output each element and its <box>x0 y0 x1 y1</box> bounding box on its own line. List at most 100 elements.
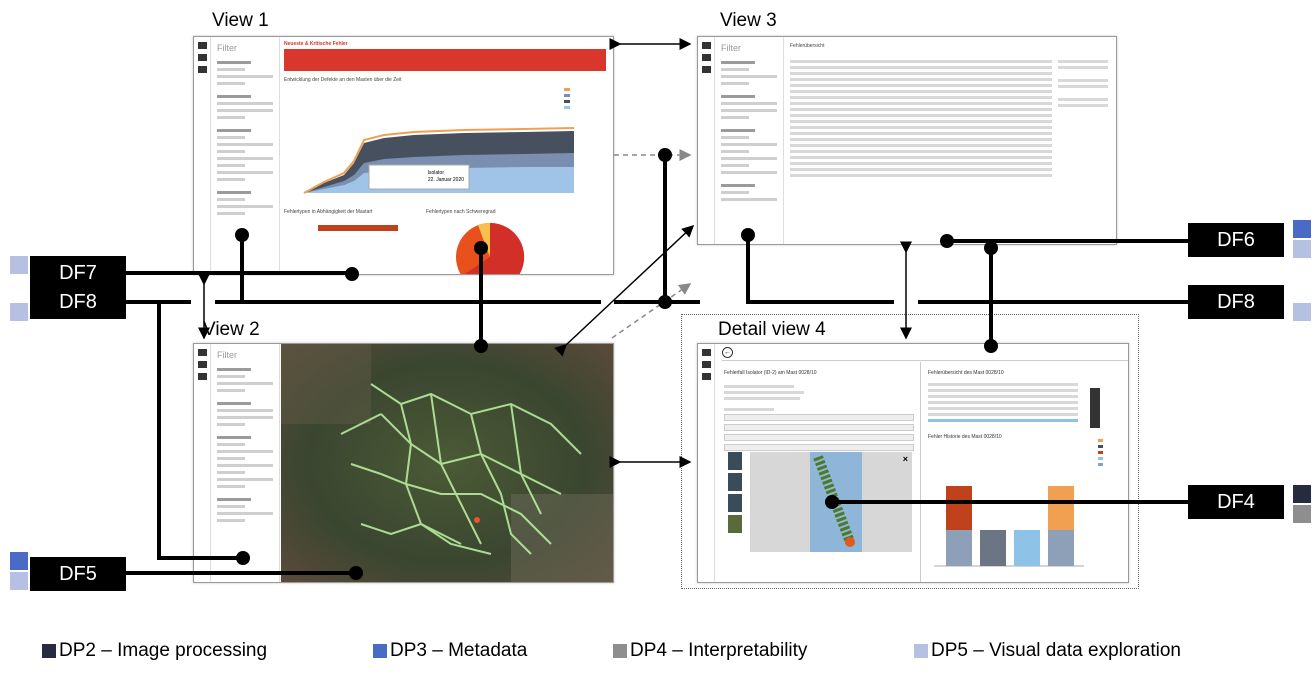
map-dot <box>474 339 488 353</box>
df5-label: DF5 <box>30 557 126 591</box>
view1-iconbar <box>194 37 211 274</box>
view4-history-chart <box>934 486 1084 567</box>
view1-area-chart: Isolator 22. Januar 2020 <box>303 127 575 194</box>
view2-title: View 2 <box>203 319 260 340</box>
df5-dp5-marker <box>10 572 28 590</box>
back-icon[interactable]: ← <box>722 347 733 358</box>
df7-dot <box>345 267 359 281</box>
dp5-square-icon <box>914 644 928 658</box>
df8-left-v1 <box>240 234 244 304</box>
df8-right-dot <box>741 228 755 242</box>
view1-panel-title: Neueste & Kritische Fehler <box>284 41 348 47</box>
dp4-square-icon <box>613 644 627 658</box>
view3-screenshot: Filter Fehlerübersicht <box>697 36 1117 245</box>
df5-dp3-marker <box>10 552 28 570</box>
view3-filter-panel: Filter <box>715 37 784 244</box>
view1-chart-title: Entwicklung der Defekte an den Masten üb… <box>284 77 402 83</box>
view1-title: View 1 <box>212 10 269 31</box>
view4-history-title: Fehler Historie des Mast 0028/10 <box>928 434 1002 440</box>
df8-left-dot2 <box>236 551 250 565</box>
view3-dot <box>984 241 998 255</box>
view4-thumb <box>1090 388 1100 428</box>
df6-line <box>945 239 1189 243</box>
svg-text:Isolator: Isolator <box>428 170 445 176</box>
view3-to-view4-line <box>989 247 993 345</box>
df8-left-dot1 <box>235 228 249 242</box>
df4-line <box>830 500 1190 504</box>
middle-h-line <box>614 300 700 304</box>
close-icon[interactable]: × <box>902 454 908 464</box>
view3-fault-table <box>790 57 1052 180</box>
view4-thumbnails[interactable] <box>728 452 742 534</box>
view3-title: View 3 <box>720 10 777 31</box>
view2-screenshot: Filter <box>193 343 614 583</box>
df8-left-line-b <box>215 300 601 304</box>
df8-right-line-b <box>918 300 1188 304</box>
pie-dot <box>474 241 488 255</box>
view4-iconbar <box>698 344 715 582</box>
view3-filter-label: Filter <box>721 43 741 53</box>
legend-dp2: DP2 – Image processing <box>42 640 267 662</box>
view2-satellite-map <box>281 344 613 582</box>
view4-title: Detail view 4 <box>718 319 826 340</box>
view3-table-title: Fehlerübersicht <box>790 43 825 49</box>
df8-left-dp5-marker <box>10 303 28 321</box>
view1-pie-chart <box>456 222 525 274</box>
view4-header-divider <box>722 360 1128 361</box>
view1-bar <box>318 225 398 231</box>
legend-dp3: DP3 – Metadata <box>373 640 527 662</box>
dp2-square-icon <box>42 644 56 658</box>
middle-dot-top <box>658 148 672 162</box>
view1-subtitle1: Fehlertypen in Abhängigkeit der Mastart <box>284 209 373 215</box>
view1-subtitle2: Fehlertypen nach Schweregrad <box>426 209 496 215</box>
df6-dp3-marker <box>1293 220 1311 238</box>
df4-label: DF4 <box>1188 485 1284 519</box>
view3-iconbar <box>698 37 715 244</box>
view1-filter-label: Filter <box>217 43 237 53</box>
df6-dp5-marker <box>1293 240 1311 258</box>
df8-right-line-a <box>746 300 894 304</box>
view4-divider <box>920 362 921 582</box>
df5-dot <box>349 566 363 580</box>
view1-screenshot: Filter Neueste & Kritische Fehler Entwic… <box>193 36 614 275</box>
df7-label: DF7 <box>30 256 126 290</box>
view3-reset-filters <box>1058 57 1108 110</box>
df4-dot <box>825 495 839 509</box>
legend-dp4: DP4 – Interpretability <box>613 640 807 662</box>
legend-dp4-label: DP4 – Interpretability <box>630 640 808 661</box>
legend-dp3-label: DP3 – Metadata <box>390 640 528 661</box>
df7-line <box>125 271 353 275</box>
df4-dp4-marker <box>1293 505 1311 523</box>
view4-left-title: Fehlerfall Isolator (ID-2) am Mast 0028/… <box>724 370 817 376</box>
df8-left-h2 <box>157 556 239 560</box>
view4-legend <box>1098 436 1124 469</box>
view2-filter-panel: Filter <box>211 344 280 582</box>
df6-label: DF6 <box>1188 223 1284 257</box>
view2-iconbar <box>194 344 211 582</box>
df8-left-label: DF8 <box>30 285 126 319</box>
view1-legend <box>564 85 608 112</box>
pie-to-map-line <box>479 247 483 347</box>
view4-screenshot: ← Fehlerfall Isolator (ID-2) am Mast 002… <box>697 343 1129 583</box>
df8-right-v <box>746 234 750 304</box>
view4-dot <box>984 339 998 353</box>
df8-right-dp5-marker <box>1293 303 1311 321</box>
dp3-square-icon <box>373 644 387 658</box>
df7-dp5-marker <box>10 256 28 274</box>
middle-vertical-line <box>663 153 667 303</box>
legend-dp2-label: DP2 – Image processing <box>59 640 268 661</box>
view1-filter-panel: Filter <box>211 37 280 274</box>
legend-dp5: DP5 – Visual data exploration <box>914 640 1181 662</box>
view4-right-title: Fehlerübersicht des Mast 0028/10 <box>928 370 1004 376</box>
view4-metadata <box>724 382 914 454</box>
df6-dot <box>940 234 954 248</box>
df8-right-label: DF8 <box>1188 285 1284 319</box>
df5-line <box>125 571 355 575</box>
legend-dp5-label: DP5 – Visual data exploration <box>931 640 1181 661</box>
view4-overview-table <box>928 380 1078 425</box>
df4-dp2-marker <box>1293 485 1311 503</box>
view2-filter-label: Filter <box>217 350 237 360</box>
view1-critical-table <box>284 49 606 71</box>
view1-tooltip: 22. Januar 2020 <box>428 177 464 183</box>
